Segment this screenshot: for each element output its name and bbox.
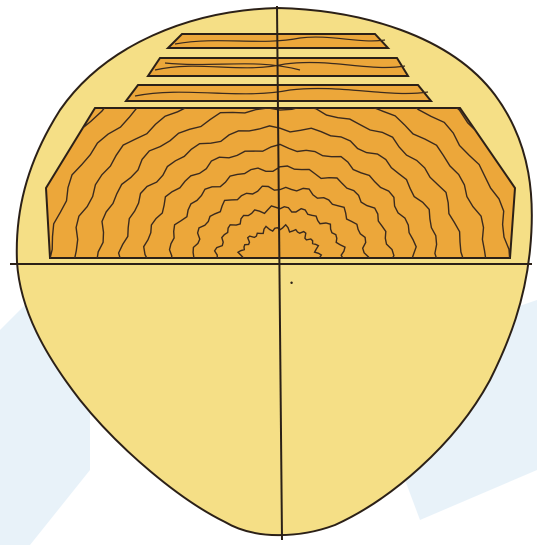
pith-marker: • <box>290 278 293 288</box>
